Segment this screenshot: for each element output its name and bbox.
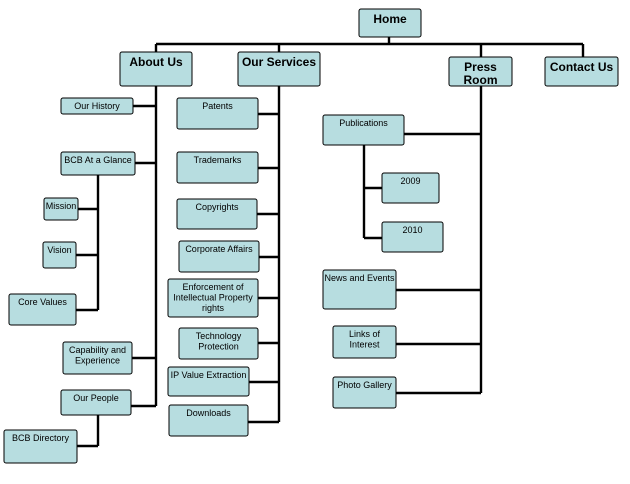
node-label-contact: Contact Us — [550, 60, 614, 74]
node-box-vision — [42, 241, 77, 269]
node-box-techprot — [178, 327, 259, 360]
node-corporate: Corporate Affairs — [178, 240, 260, 273]
node-label-vision: Vision — [47, 245, 71, 255]
node-box-mission — [43, 197, 79, 221]
node-vision: Vision — [42, 241, 77, 269]
node-box-links — [332, 325, 397, 359]
node-box-publications — [322, 114, 405, 146]
node-label-directory: BCB Directory — [12, 433, 70, 443]
node-box-downloads — [168, 404, 249, 437]
node-label-patents: Patents — [202, 101, 233, 111]
node-box-trademarks — [176, 151, 259, 184]
node-box-directory — [3, 429, 78, 464]
node-box-y2009 — [381, 172, 440, 204]
node-y2009: 2009 — [381, 172, 440, 204]
node-label-home: Home — [373, 12, 407, 26]
node-patents: Patents — [176, 97, 259, 130]
node-label-publications: Publications — [339, 118, 388, 128]
node-about: About Us — [119, 51, 193, 87]
node-box-home — [358, 8, 422, 38]
node-label-ipvalue: IP Value Extraction — [171, 370, 247, 380]
node-label-trademarks: Trademarks — [194, 155, 242, 165]
node-box-enforcement — [167, 278, 259, 318]
node-box-services — [237, 51, 321, 87]
node-label-corevalues: Core Values — [18, 297, 67, 307]
node-directory: BCB Directory — [3, 429, 78, 464]
node-label-y2010: 2010 — [402, 225, 422, 235]
node-label-gallery: Photo Gallery — [337, 380, 392, 390]
node-label-services: Our Services — [242, 55, 316, 69]
node-label-corporate: Corporate Affairs — [185, 244, 253, 254]
node-box-patents — [176, 97, 259, 130]
node-contact: Contact Us — [544, 56, 619, 87]
node-label-copyrights: Copyrights — [195, 202, 239, 212]
node-glance: BCB At a Glance — [60, 151, 136, 176]
node-box-press — [448, 56, 513, 87]
node-label-downloads: Downloads — [186, 408, 231, 418]
node-label-glance: BCB At a Glance — [64, 155, 132, 165]
node-services: Our Services — [237, 51, 321, 87]
node-label-people: Our People — [73, 393, 119, 403]
node-label-y2009: 2009 — [400, 176, 420, 186]
node-label-news: News and Events — [324, 273, 395, 283]
node-box-copyrights — [176, 198, 258, 230]
node-box-history — [60, 97, 134, 115]
node-box-glance — [60, 151, 136, 176]
node-history: Our History — [60, 97, 134, 115]
node-box-about — [119, 51, 193, 87]
node-trademarks: Trademarks — [176, 151, 259, 184]
node-label-about: About Us — [129, 55, 183, 69]
node-mission: Mission — [43, 197, 79, 221]
node-ipvalue: IP Value Extraction — [167, 366, 250, 397]
node-copyrights: Copyrights — [176, 198, 258, 230]
node-publications: Publications — [322, 114, 405, 146]
node-box-y2010 — [381, 221, 444, 253]
node-box-capability — [62, 341, 133, 375]
node-box-people — [60, 389, 132, 416]
node-downloads: Downloads — [168, 404, 249, 437]
node-home: Home — [358, 8, 422, 38]
node-gallery: Photo Gallery — [332, 376, 397, 409]
node-box-ipvalue — [167, 366, 250, 397]
node-y2010: 2010 — [381, 221, 444, 253]
node-box-news — [322, 269, 397, 310]
node-box-corporate — [178, 240, 260, 273]
node-box-gallery — [332, 376, 397, 409]
node-box-contact — [544, 56, 619, 87]
node-box-corevalues — [8, 293, 77, 326]
node-people: Our People — [60, 389, 132, 416]
node-label-mission: Mission — [46, 201, 77, 211]
node-corevalues: Core Values — [8, 293, 77, 326]
node-label-history: Our History — [74, 101, 120, 111]
connector-lines — [76, 37, 585, 448]
node-news: News and Events — [322, 269, 397, 310]
